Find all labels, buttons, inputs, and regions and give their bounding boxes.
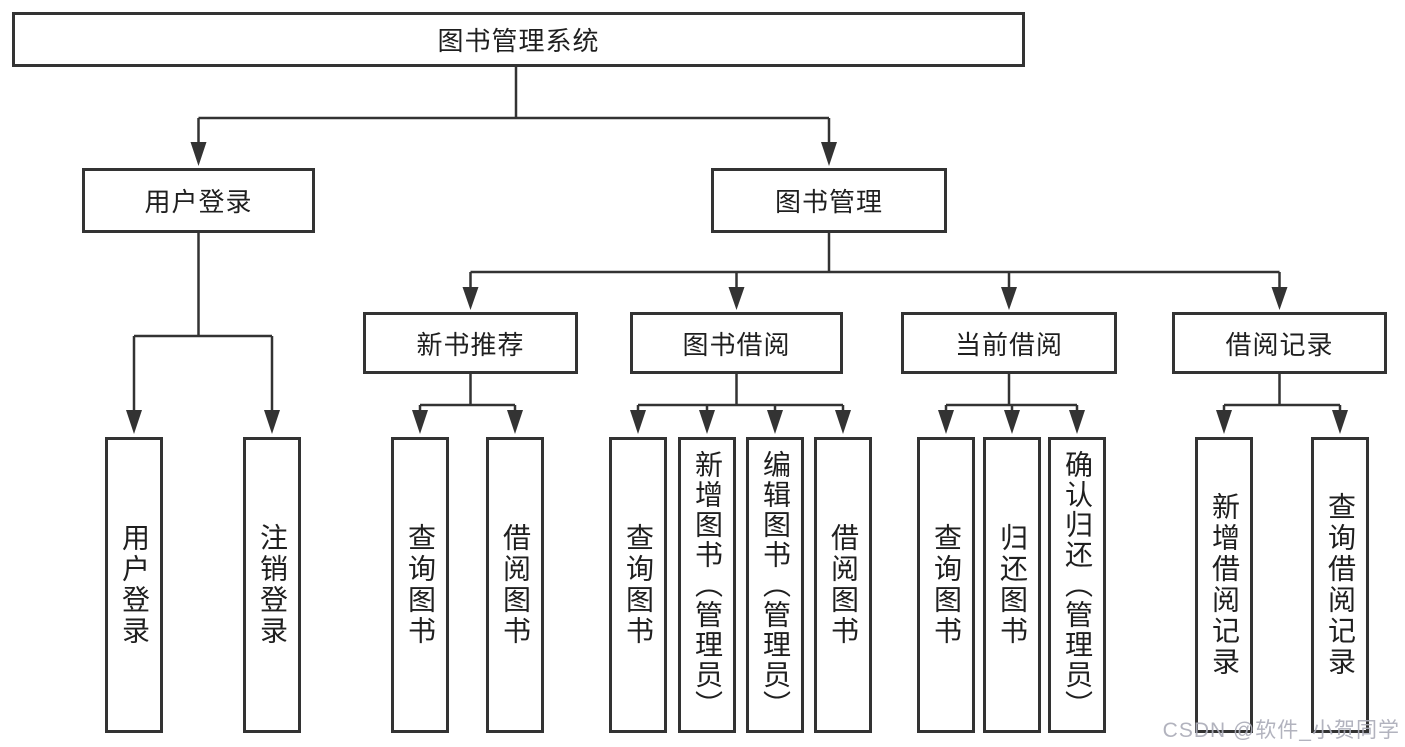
leaf-newbook-borrow-books: 借阅图书 <box>486 437 544 733</box>
leaf-newbook-query-books: 查询图书 <box>391 437 449 733</box>
node-new-book-recommend: 新书推荐 <box>363 312 578 374</box>
node-current-borrow: 当前借阅 <box>901 312 1117 374</box>
leaf-user-login: 用户登录 <box>105 437 163 733</box>
leaf-borrow-books: 借阅图书 <box>814 437 872 733</box>
leaf-add-borrow-record: 新增借阅记录 <box>1195 437 1253 733</box>
leaf-add-books-admin: 新增图书（管理员） <box>678 437 736 733</box>
leaf-logout: 注销登录 <box>243 437 301 733</box>
leaf-edit-books-admin: 编辑图书（管理员） <box>746 437 804 733</box>
arrowheads <box>126 142 1348 434</box>
leaf-current-query-books: 查询图书 <box>917 437 975 733</box>
node-book-borrow: 图书借阅 <box>630 312 843 374</box>
node-borrow-record: 借阅记录 <box>1172 312 1387 374</box>
node-book-management: 图书管理 <box>711 168 947 233</box>
leaf-query-borrow-record: 查询借阅记录 <box>1311 437 1369 733</box>
leaf-confirm-return-admin: 确认归还（管理员） <box>1048 437 1106 733</box>
node-root-system: 图书管理系统 <box>12 12 1025 67</box>
leaf-borrow-query-books: 查询图书 <box>609 437 667 733</box>
leaf-return-books: 归还图书 <box>983 437 1041 733</box>
csdn-watermark: CSDN @软件_小贺同学 <box>1162 719 1400 742</box>
connector-paths <box>132 66 1342 412</box>
node-user-login: 用户登录 <box>82 168 315 233</box>
